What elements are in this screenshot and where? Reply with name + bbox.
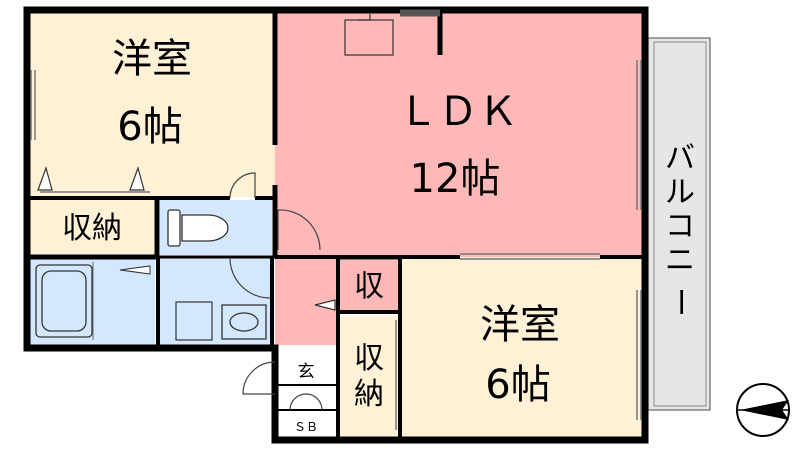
storage-mid-label-top: 収 (354, 341, 384, 376)
storage-left (30, 200, 155, 255)
washer-space (175, 301, 213, 341)
room-name-western-top: 洋室 (112, 36, 192, 82)
interior-walls (27, 9, 645, 440)
entrance-label: 玄 (298, 362, 315, 382)
fridge-tab (358, 14, 371, 21)
svg-text:バ: バ (665, 141, 695, 176)
door-swings (229, 172, 323, 411)
storage-left-label: 収納 (62, 211, 122, 246)
svg-text:ニ: ニ (665, 243, 695, 278)
room-size-western-bottom: 6帖 (485, 362, 550, 408)
room-western-bottom (400, 257, 643, 437)
windows (30, 60, 642, 430)
hallway (275, 257, 337, 345)
storage-mid-label-bottom: 納 (354, 377, 384, 412)
shoe-box-label: ＳＢ (294, 420, 318, 434)
bath-door-marker (119, 265, 151, 275)
room-name-ldk: ＬＤＫ (398, 89, 518, 135)
svg-text:ル: ル (665, 175, 695, 210)
room-size-ldk: 12帖 (410, 156, 501, 202)
balcony-inner (653, 41, 707, 407)
room-name-western-bottom: 洋室 (480, 302, 560, 348)
room-western-top (30, 12, 275, 197)
storage-small-label: 収 (354, 269, 384, 304)
washbasin-icon (221, 304, 267, 340)
svg-text:ー: ー (662, 287, 697, 317)
compass-icon (736, 383, 790, 437)
room-ldk (275, 12, 643, 257)
bathtub-icon (35, 264, 93, 338)
entrance (278, 348, 338, 436)
washroom (158, 258, 273, 346)
storage-small (340, 260, 398, 310)
balcony-label: バ ル コ ニ ー (662, 141, 697, 317)
svg-text:コ: コ (665, 209, 695, 244)
storage-mid (340, 316, 398, 436)
walls (23, 6, 649, 444)
balcony (647, 37, 711, 411)
closet-markers (37, 166, 336, 311)
room-size-western-top: 6帖 (117, 104, 182, 150)
toilet-icon (167, 209, 229, 247)
